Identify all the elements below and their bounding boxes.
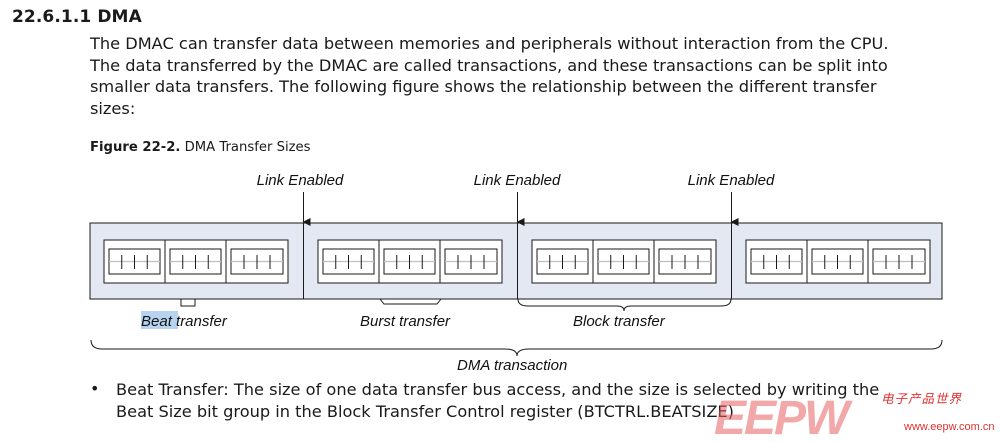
intro-line: The data transferred by the DMAC are cal…	[90, 55, 888, 75]
bullet-line: Beat Transfer: The size of one data tran…	[116, 380, 880, 399]
eepw-logo-text: EEPW	[714, 392, 853, 439]
link-enabled-label: Link Enabled	[257, 172, 344, 189]
bullet-line: Beat Size bit group in the Block Transfe…	[116, 401, 734, 421]
figure-caption-text: DMA Transfer Sizes	[184, 140, 311, 155]
block-bracket	[517, 298, 732, 312]
transaction-brace	[90, 339, 943, 357]
intro-line: The DMAC can transfer data between memor…	[90, 34, 889, 53]
watermark-url: www.eepw.com.cn	[904, 421, 995, 433]
beat-transfer-label: Beat transfer	[141, 313, 228, 330]
bullet-text: Beat Transfer: The size of one data tran…	[116, 379, 976, 422]
burst-bracket	[379, 298, 442, 305]
figure-caption-label: Figure 22-2.	[90, 140, 181, 155]
section-heading: 22.6.1.1 DMA	[12, 7, 142, 27]
intro-paragraph: The DMAC can transfer data between memor…	[90, 33, 950, 119]
eepw-watermark: EEPW 电子产品世界 www.eepw.com.cn	[706, 384, 996, 443]
bullet-symbol: •	[90, 379, 100, 398]
bursts-layer	[103, 239, 931, 284]
beat-label-highlight	[141, 311, 178, 329]
eepw-logo: EEPW	[714, 392, 855, 443]
burst-transfer-label: Burst transfer	[360, 313, 451, 330]
figure-caption: Figure 22-2. DMA Transfer Sizes	[90, 140, 311, 155]
intro-line: smaller data transfers. The following fi…	[90, 77, 877, 97]
dma-transaction-label: DMA transaction	[457, 357, 567, 374]
watermark-chinese: 电子产品世界	[881, 391, 963, 406]
link-enabled-label: Link Enabled	[688, 172, 775, 189]
link-enabled-label: Link Enabled	[474, 172, 561, 189]
block-transfer-label: Block transfer	[573, 313, 666, 330]
intro-line: sizes:	[90, 98, 136, 118]
beat-bracket	[180, 299, 196, 307]
